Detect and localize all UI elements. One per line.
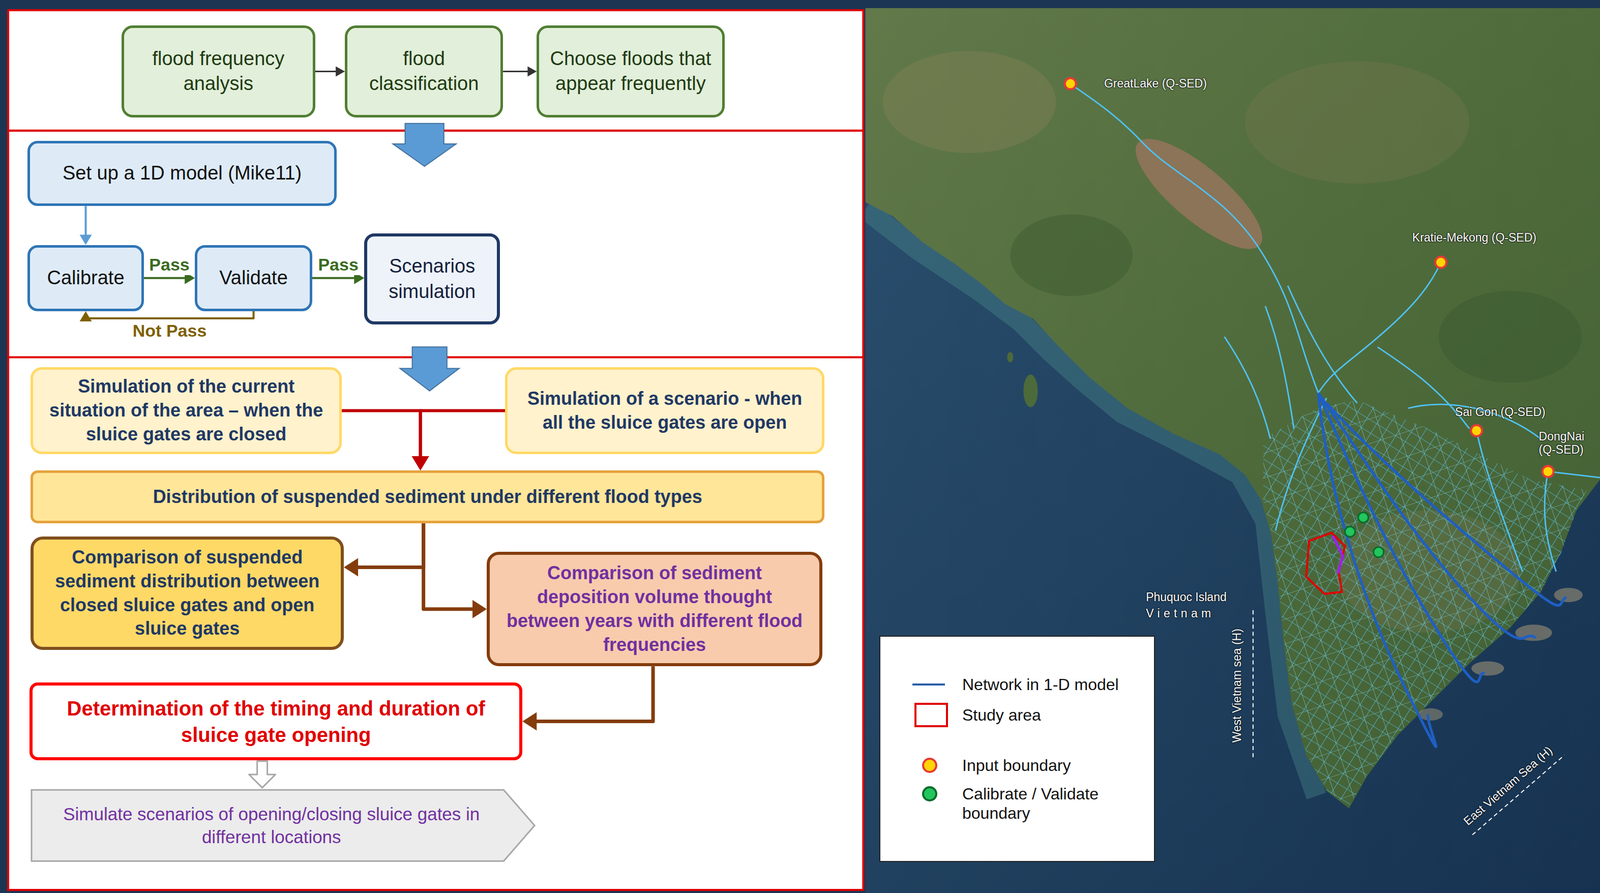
block-arrow <box>400 346 460 391</box>
panel-frame <box>8 10 864 891</box>
legend-swatch <box>912 683 945 686</box>
input-boundary-dot <box>1470 425 1483 437</box>
calibration-dot <box>1373 547 1384 558</box>
legend-text: Study area <box>962 705 1144 725</box>
connector-line <box>312 277 357 280</box>
map-label: Kratie-Mekong (Q-SED) <box>1412 230 1537 245</box>
legend-text: Network in 1-D model <box>962 674 1144 695</box>
process-box: Choose floods that appear frequently <box>536 25 725 118</box>
node-text: Simulation of the current situation of t… <box>42 374 331 447</box>
connector-line <box>420 410 506 460</box>
connector-line <box>85 311 254 320</box>
connector <box>343 523 424 577</box>
connector <box>79 311 254 322</box>
process-box: Scenarios simulation <box>364 233 500 325</box>
node-text: flood classification <box>356 46 492 97</box>
edge-label: Pass <box>146 254 192 276</box>
arrow-head <box>472 600 487 619</box>
connector <box>79 205 93 245</box>
scenario-box: Simulation of a scenario - when all the … <box>505 367 825 455</box>
connector <box>315 66 345 77</box>
node-text: Scenarios simulation <box>376 253 488 305</box>
node-text: Comparison of sediment deposition volume… <box>498 561 811 657</box>
legend-text: Input boundary <box>962 755 1144 776</box>
node-text: flood frequency analysis <box>133 46 304 97</box>
connector-line <box>534 666 654 722</box>
process-box: Set up a 1D model (Mike11) <box>27 140 337 206</box>
scenario-box: Simulation of the current situation of t… <box>30 367 342 455</box>
connector <box>249 761 276 788</box>
connector <box>502 66 537 77</box>
input-boundary-dot <box>1435 256 1447 269</box>
map-label: DongNai (Q-SED) <box>1538 429 1590 457</box>
arrow-head <box>335 66 345 77</box>
calibration-dot <box>1344 526 1355 538</box>
connector-line <box>143 277 187 280</box>
pentagon-shape <box>31 789 535 862</box>
boundary-dash <box>1252 610 1254 761</box>
legend-swatch <box>922 786 938 802</box>
arrow-head <box>79 234 93 246</box>
map-label: Vietnam <box>1145 606 1215 620</box>
map-label: Sai Gon (Q-SED) <box>1455 405 1546 419</box>
pentagon-outline <box>29 788 537 863</box>
comparison-box: Comparison of suspended sediment distrib… <box>30 536 344 650</box>
legend-swatch <box>914 702 948 728</box>
input-boundary-dot <box>1542 465 1554 478</box>
edge-label: Pass <box>315 254 361 276</box>
connector-line <box>341 410 421 460</box>
connector <box>522 666 654 731</box>
connector <box>411 410 506 471</box>
arrow-head <box>411 456 430 471</box>
node-text: Set up a 1D model (Mike11) <box>62 160 302 186</box>
study-area <box>1306 532 1345 595</box>
map-label: Phuquoc Island <box>1145 590 1227 604</box>
map-label: East Vietnam Sea (H) <box>1461 743 1556 828</box>
node-text: Simulate scenarios of opening/closing sl… <box>41 802 501 849</box>
input-boundary-dot <box>1064 78 1077 90</box>
block-arrow <box>392 123 456 167</box>
connector-line <box>423 523 476 610</box>
map-label: West Vietnam sea (H) <box>1230 628 1244 743</box>
block-arrow <box>249 761 276 788</box>
arrow-head <box>527 66 537 77</box>
satellite-map <box>865 8 1600 893</box>
arrow-head <box>522 712 537 731</box>
legend-text: Calibrate / Validate boundary <box>962 784 1144 824</box>
calibration-dot <box>1357 512 1369 523</box>
node-text: Choose floods that appear frequently <box>548 46 713 97</box>
process-box: flood classification <box>344 25 503 118</box>
connector-line <box>502 70 530 73</box>
connector-line <box>355 523 424 568</box>
legend-swatch <box>922 757 938 774</box>
node-text: Simulation of a scenario - when all the … <box>516 387 813 435</box>
node-text: Comparison of suspended sediment distrib… <box>42 545 332 641</box>
edge-label: Not Pass <box>130 320 210 342</box>
arrow-head <box>343 558 359 577</box>
node-text: Distribution of suspended sediment under… <box>153 485 703 510</box>
connector <box>423 523 487 619</box>
process-box: Validate <box>194 245 313 312</box>
node-text: Determination of the timing and duration… <box>41 695 511 749</box>
node-text: Calibrate <box>46 265 125 291</box>
arrow-head <box>79 311 93 322</box>
process-box: flood frequency analysis <box>121 25 316 118</box>
legend-box: Network in 1-D modelStudy areaInput boun… <box>879 635 1155 863</box>
connector-line <box>84 205 87 237</box>
map-label: GreatLake (Q-SED) <box>1104 76 1207 91</box>
band-box: Distribution of suspended sediment under… <box>30 470 825 524</box>
process-box: Calibrate <box>27 245 144 312</box>
node-text: Validate <box>219 265 288 291</box>
pentagon-arrow-box: Simulate scenarios of opening/closing sl… <box>29 788 537 863</box>
connector-line <box>315 70 338 73</box>
connector <box>341 410 430 471</box>
comparison-box: Comparison of sediment deposition volume… <box>486 551 823 667</box>
arrow-head <box>411 456 430 471</box>
result-box: Determination of the timing and duration… <box>29 682 523 760</box>
